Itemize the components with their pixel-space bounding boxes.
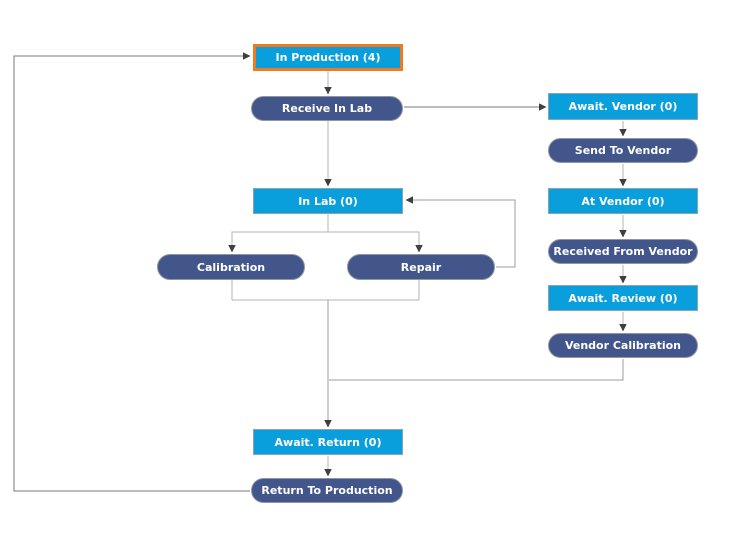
node-repair[interactable]: Repair	[347, 254, 495, 280]
edge-inlab-repair	[328, 231, 419, 252]
node-vendor-calibration[interactable]: Vendor Calibration	[548, 333, 698, 358]
edge-repair-inlab-loop	[406, 200, 516, 268]
edge-vendorcalibration-join	[329, 359, 624, 381]
node-receive-in-lab[interactable]: Receive In Lab	[251, 96, 403, 121]
node-in-lab[interactable]: In Lab (0)	[253, 188, 403, 214]
node-send-to-vendor[interactable]: Send To Vendor	[548, 138, 698, 163]
node-in-production[interactable]: In Production (4)	[253, 44, 403, 71]
edge-returntoproduction-inproduction-loop	[13, 56, 250, 492]
node-return-to-production[interactable]: Return To Production	[251, 478, 403, 503]
node-at-vendor[interactable]: At Vendor (0)	[548, 188, 698, 214]
node-calibration[interactable]: Calibration	[157, 254, 305, 280]
node-await-return[interactable]: Await. Return (0)	[253, 429, 403, 455]
node-received-from-vendor[interactable]: Received From Vendor	[548, 239, 698, 264]
edge-inlab-calibration	[232, 231, 328, 252]
node-await-review[interactable]: Await. Review (0)	[548, 285, 698, 311]
node-await-vendor[interactable]: Await. Vendor (0)	[548, 93, 698, 120]
